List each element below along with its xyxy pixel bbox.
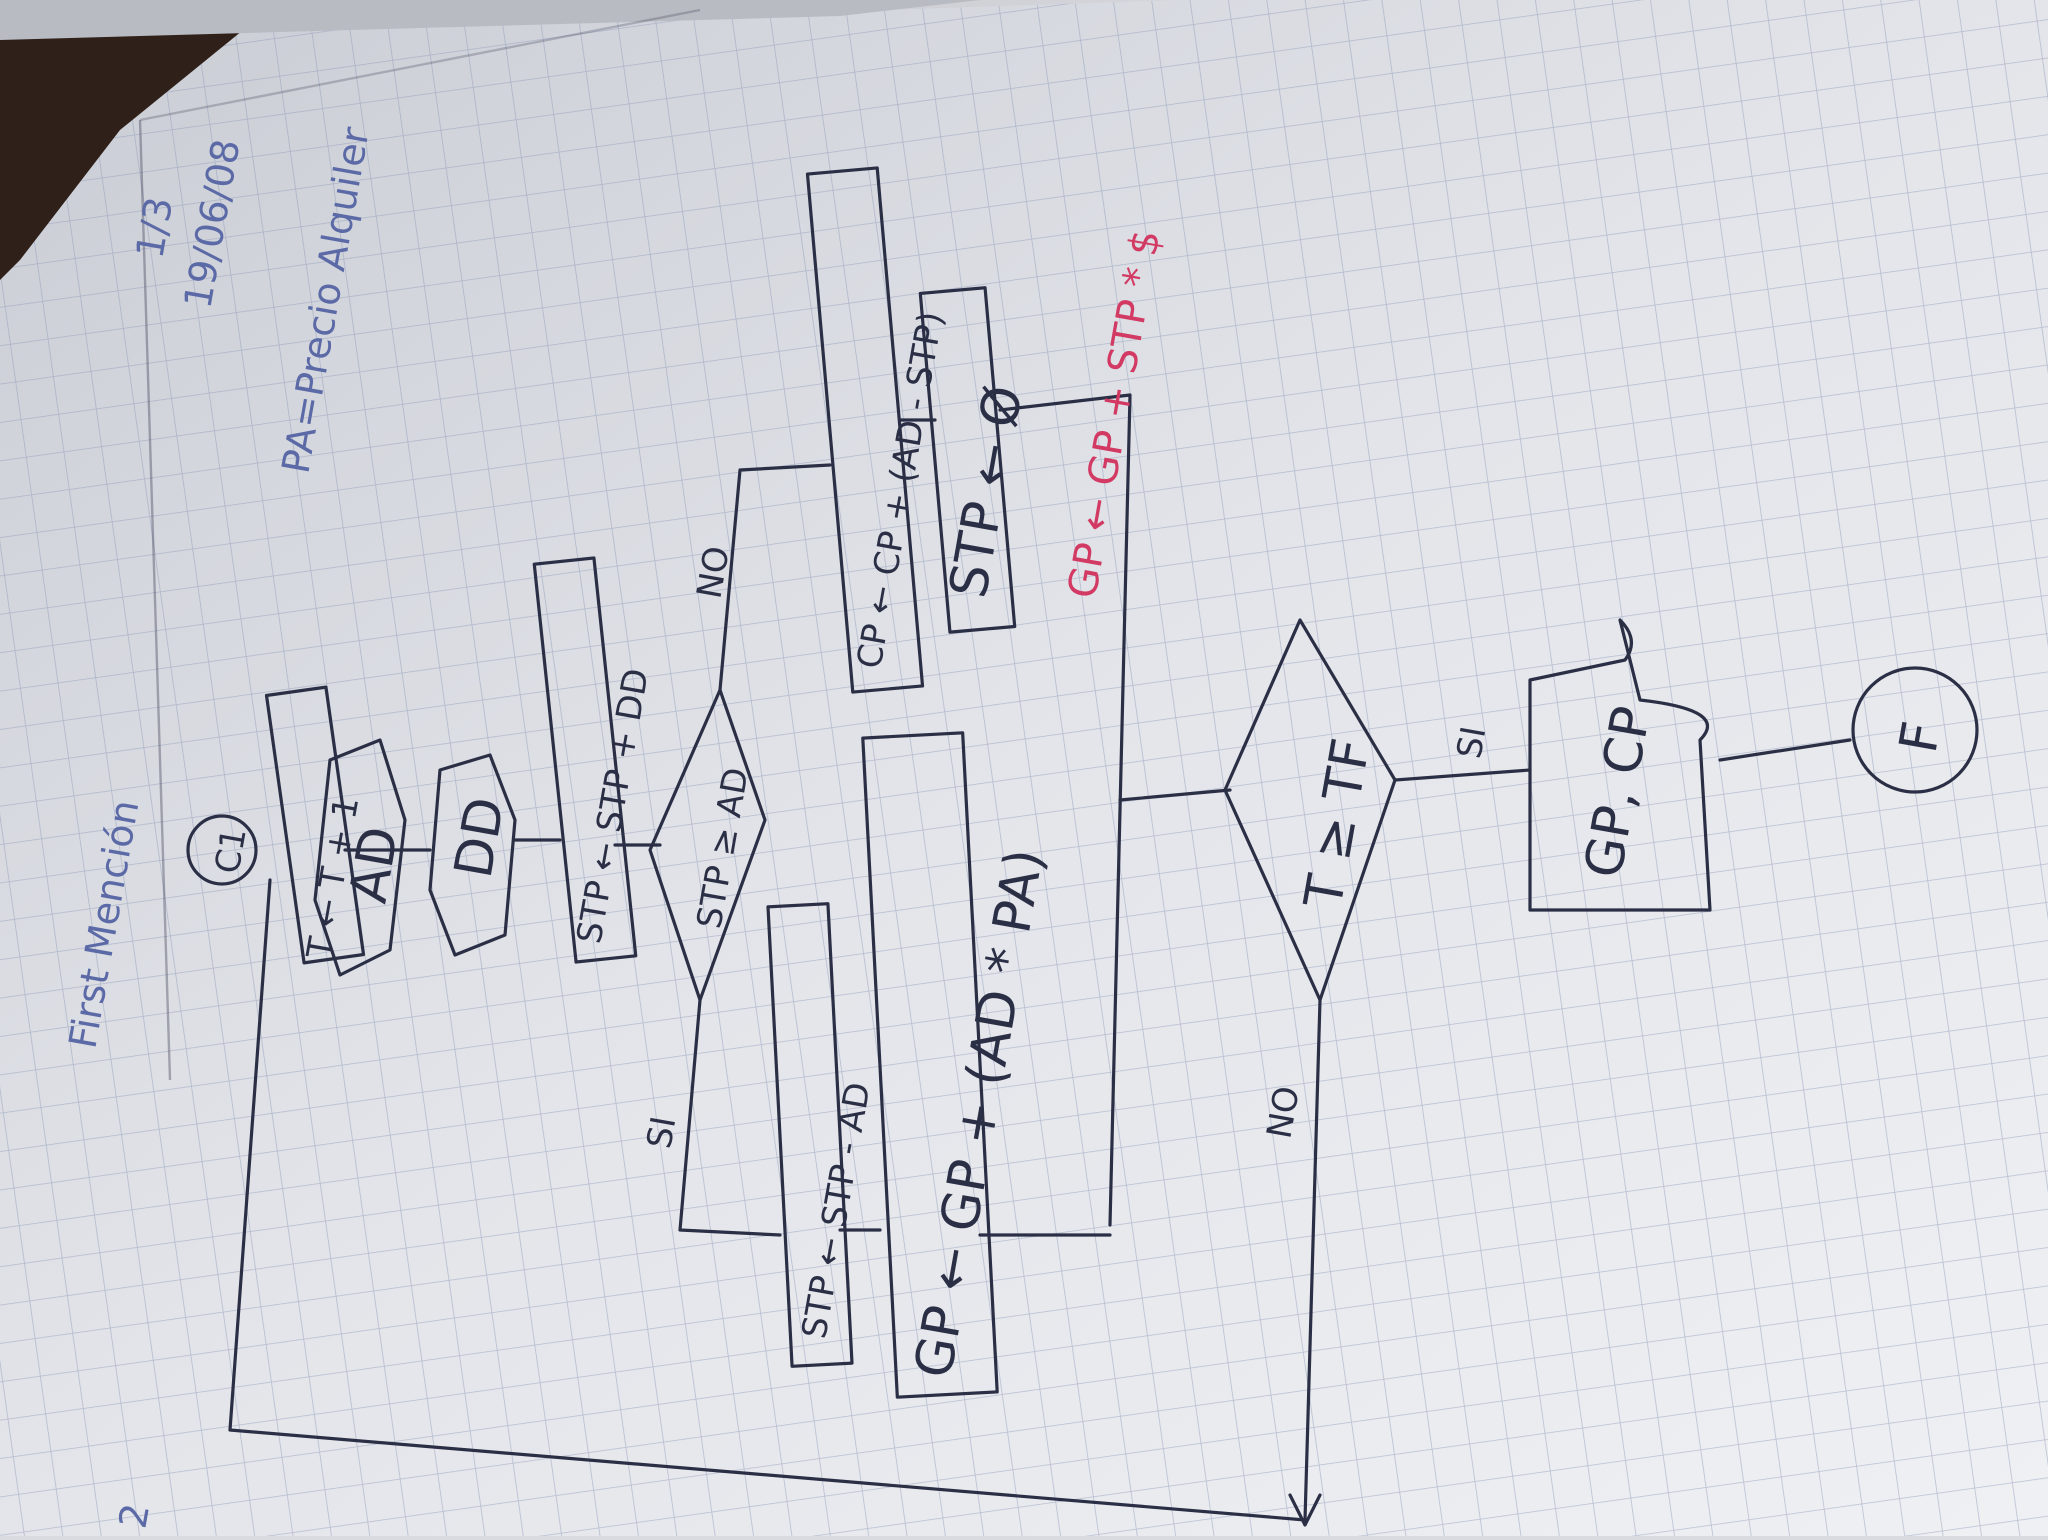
input-ad-shape [313, 738, 407, 977]
decision-stp-ad [648, 688, 767, 1002]
end-connector [1851, 666, 1979, 794]
flow-line [998, 393, 1132, 1227]
flow-line [718, 463, 832, 692]
stp-add-dd-box [532, 556, 638, 964]
page-number: 1/3 [128, 194, 182, 262]
branch-no-label-2: NO [1259, 1083, 1307, 1141]
flow-line [1393, 768, 1532, 782]
dark-corner [0, 0, 280, 280]
flow-line [1118, 788, 1232, 802]
branch-si-label-1: SI [639, 1113, 684, 1151]
input-dd-label: DD [444, 793, 517, 882]
start-connector-label: C1 [207, 825, 254, 877]
flow-line [678, 998, 782, 1237]
cp-update-box [805, 166, 925, 694]
branch-si-label-2: SI [1449, 723, 1494, 761]
input-dd-shape [428, 753, 517, 957]
branch-no-label-1: NO [689, 543, 737, 601]
loop-line [228, 878, 1307, 1522]
output-document [1528, 618, 1712, 912]
gp-update-box [861, 731, 999, 1399]
arrow-head [1288, 1493, 1322, 1527]
stp-subtract-box [766, 902, 854, 1368]
stp-reset-box [918, 286, 1017, 634]
start-connector [186, 814, 258, 886]
flow-line [1718, 738, 1852, 762]
input-ad-label: AD [339, 822, 411, 907]
flow-line [1303, 998, 1322, 1522]
